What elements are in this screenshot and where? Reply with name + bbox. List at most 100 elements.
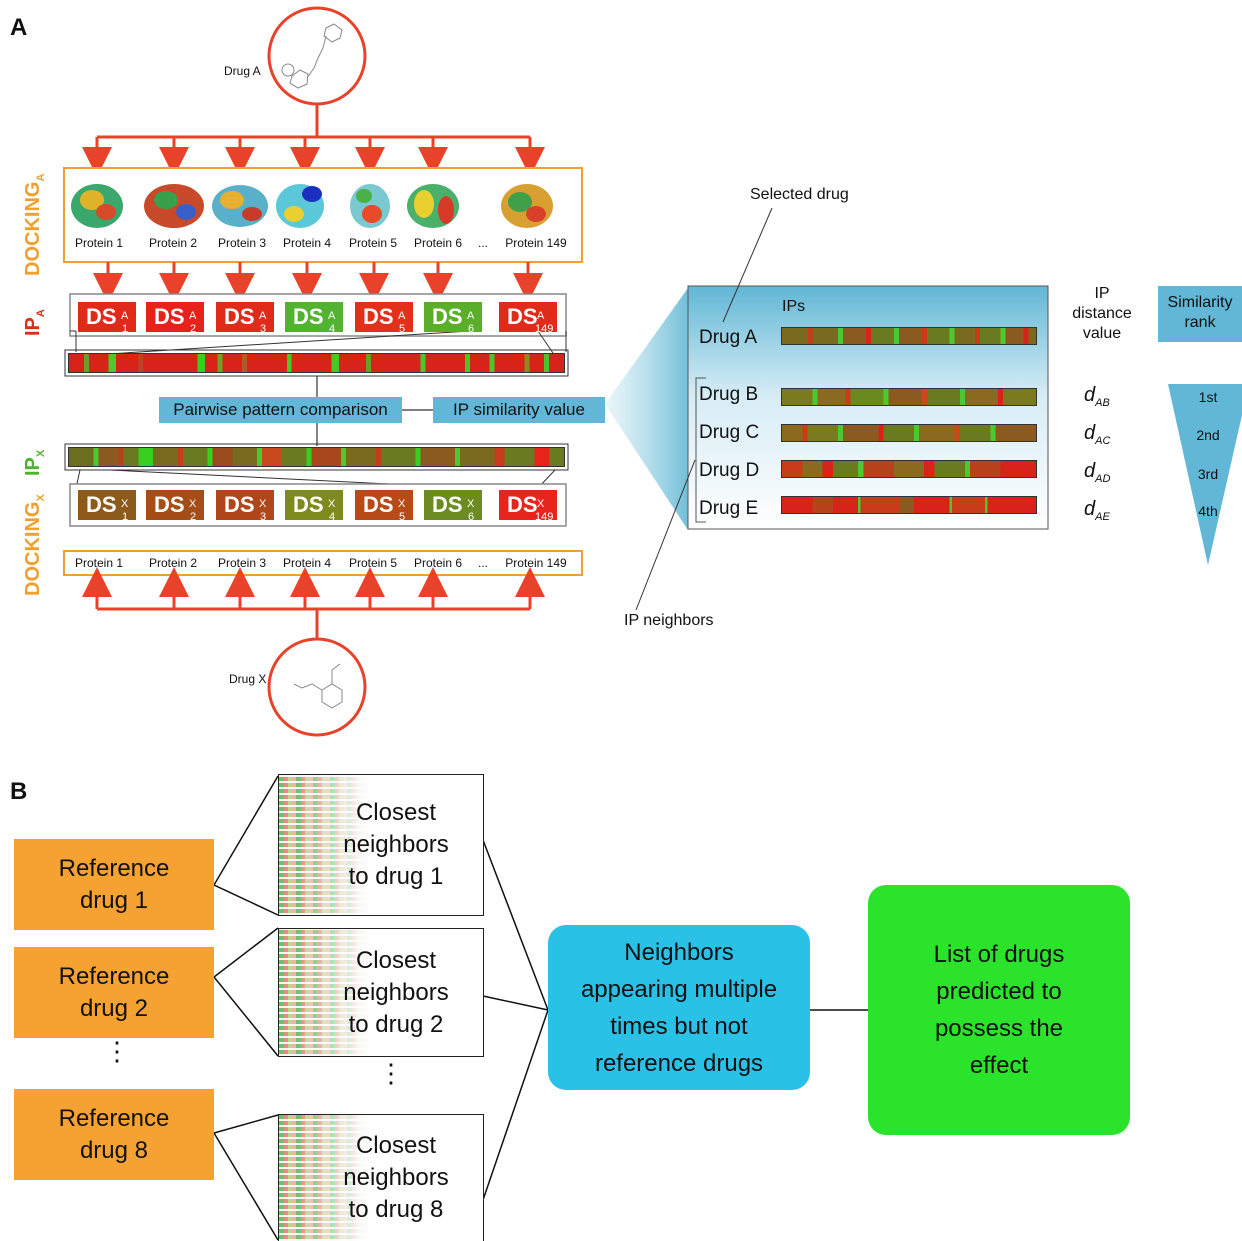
closest-neighbors-1: Closest neighbors to drug 1 (278, 774, 484, 916)
ip-distance-line-1: IP (1094, 285, 1110, 302)
rank-2: 2nd (1196, 427, 1220, 443)
docking-x-label: DOCKINGX (22, 494, 47, 596)
similarity-rank-box (1158, 286, 1242, 342)
reference-drug-8-line-1: Reference (58, 1104, 170, 1132)
ip-bar-drug-d (781, 460, 1037, 478)
neighbors-box-line-3: times but not (610, 1012, 748, 1040)
closest-8-line-1: Closest (355, 1132, 436, 1159)
result-box-line-1: List of drugs (933, 941, 1065, 968)
closest-8-line-3: to drug 8 (348, 1196, 444, 1223)
pairwise-comparison-box: Pairwise pattern comparison (159, 397, 402, 423)
neighbors-appearing-box: Neighbors appearing multiple times but n… (548, 925, 810, 1090)
drug-a-circle (267, 6, 367, 106)
protein-label-x-6: Protein 6 (413, 556, 463, 570)
ip-x-sub: X (35, 449, 47, 458)
ip-neighbors-label: IP neighbors (624, 612, 714, 629)
result-box-line-2: predicted to (936, 978, 1062, 1005)
closest-1-line-3: to drug 1 (348, 863, 444, 890)
neighbors-box-line-2: appearing multiple (580, 975, 778, 1003)
ip-bar-drug-b (781, 388, 1037, 406)
reference-ellipsis: ⋮ (104, 1036, 130, 1066)
closest-ellipsis: ⋮ (378, 1058, 404, 1088)
ip-x-label: IPX (22, 450, 47, 476)
panel-b-connectors (212, 775, 868, 1241)
ip-bar-drug-e (781, 496, 1037, 514)
protein-label-x-4: Protein 4 (282, 556, 332, 570)
reference-drug-1-line-1: Reference (58, 854, 170, 882)
closest-neighbors-8: Closest neighbors to drug 8 (278, 1114, 484, 1241)
panel-a-graphics (63, 6, 1242, 737)
protein-label-a-6: Protein 6 (413, 236, 463, 250)
docking-x-sub: X (35, 494, 47, 502)
predicted-drugs-box: List of drugs predicted to possess the e… (868, 885, 1130, 1135)
drug-name-b: Drug B (699, 384, 759, 405)
ip-similarity-box: IP similarity value (433, 397, 605, 423)
protein-label-a-4: Protein 4 (282, 236, 332, 250)
protein-label-a-149: Protein 149 (505, 236, 567, 250)
ip-bar-drug-c (781, 424, 1037, 442)
ip-a-text: IP (22, 317, 44, 336)
protein-structures-a (71, 184, 553, 228)
drug-name-e: Drug E (699, 498, 759, 519)
ip-x-text: IP (22, 457, 44, 476)
ip-bar-drug-a (781, 327, 1037, 345)
drug-x-label: Drug X (229, 672, 267, 686)
ip-x-bar-bracket (64, 443, 569, 471)
similarity-rank-triangle (1168, 384, 1242, 565)
rank-4: 4th (1198, 503, 1218, 519)
panel-a-letter: A (10, 14, 28, 41)
drug-name-c: Drug C (699, 422, 760, 443)
reference-drug-8-line-2: drug 8 (79, 1136, 149, 1164)
ip-a-label: IPA (22, 309, 47, 336)
ip-distance-label: IP distance value (1062, 284, 1142, 344)
protein-label-a-1: Protein 1 (74, 236, 124, 250)
closest-2-line-1: Closest (355, 946, 436, 974)
similarity-rank-line-1: Similarity (1167, 294, 1233, 311)
reference-drug-2-line-1: Reference (58, 962, 170, 990)
ip-neighbors-panel (687, 285, 1049, 530)
protein-label-a-ellipsis: ... (478, 236, 489, 250)
rank-1: 1st (1198, 389, 1218, 405)
protein-label-x-ellipsis: ... (478, 556, 489, 570)
closest-1-line-1: Closest (355, 799, 436, 826)
drug-a-structure-icon (281, 23, 343, 89)
drug-name-d: Drug D (699, 460, 760, 481)
closest-1-line-2: neighbors (343, 831, 449, 858)
ip-distance-line-2: distance (1072, 305, 1132, 322)
zoom-wedge (605, 288, 688, 530)
docking-x-text: DOCKING (22, 501, 44, 596)
protein-label-a-5: Protein 5 (348, 236, 398, 250)
ip-a-sub: A (35, 309, 47, 318)
neighbors-box-line-4: reference drugs (594, 1049, 764, 1077)
neighbor-pattern-2 (279, 929, 369, 1056)
reference-drug-8: Reference drug 8 (14, 1089, 214, 1180)
selected-drug-label: Selected drug (750, 186, 849, 203)
panel-b-letter: B (10, 778, 28, 805)
drug-x-structure-icon (293, 663, 343, 709)
closest-8-line-2: neighbors (343, 1164, 449, 1191)
ip-a-bar (68, 353, 565, 373)
docking-a-sub: A (35, 173, 47, 182)
neighbor-pattern-8 (279, 1115, 369, 1241)
docking-a-text: DOCKING (22, 181, 44, 276)
similarity-rank-label: Similarity rank (1158, 293, 1242, 333)
docking-x-box (63, 550, 583, 576)
protein-label-x-2: Protein 2 (148, 556, 198, 570)
ips-label: IPs (782, 298, 806, 315)
protein-label-x-149: Protein 149 (505, 556, 567, 570)
reference-drug-1-line-2: drug 1 (79, 886, 149, 914)
ip-distance-line-3: value (1082, 325, 1122, 342)
docking-a-label: DOCKINGA (22, 174, 47, 276)
